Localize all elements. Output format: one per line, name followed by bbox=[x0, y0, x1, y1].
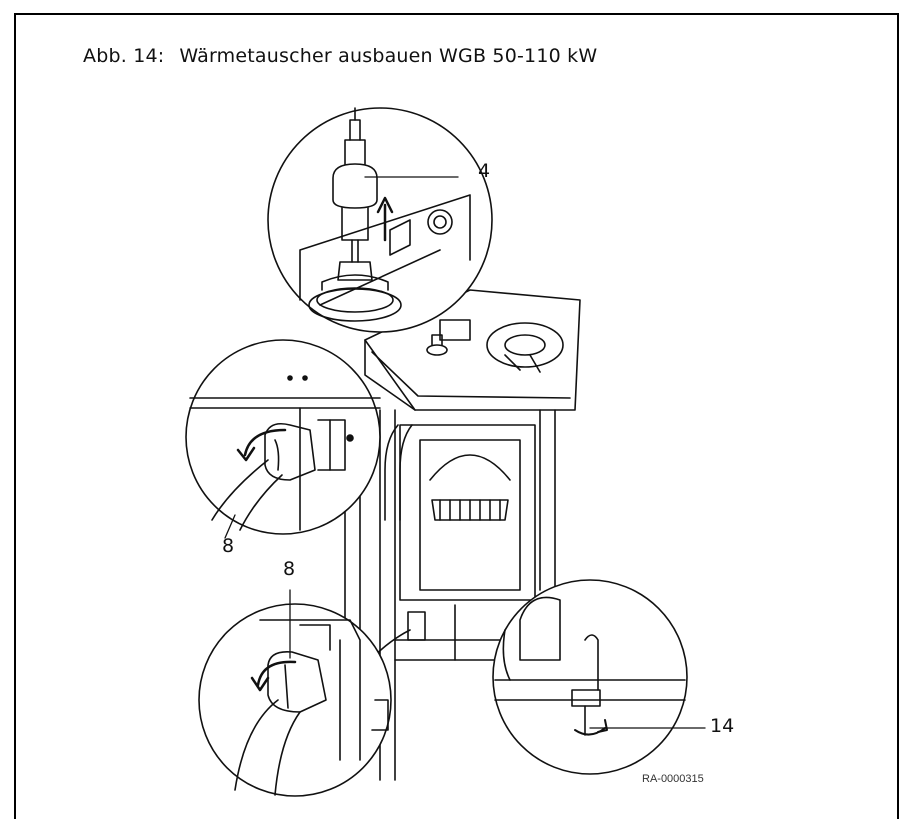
detail-circle-bottom-right bbox=[492, 579, 688, 775]
figure-caption: Abb. 14: Wärmetauscher ausbauen WGB 50-11… bbox=[83, 45, 597, 67]
detail-circle-top bbox=[267, 107, 493, 333]
callout-8-lower: 8 bbox=[283, 558, 296, 580]
detail-circle-bottom-left bbox=[198, 603, 392, 797]
leader-line-8-upper bbox=[224, 514, 236, 539]
callout-14: 14 bbox=[710, 715, 735, 737]
figure-frame bbox=[14, 13, 899, 819]
reference-code: RA-0000315 bbox=[642, 773, 704, 785]
figure-title: Wärmetauscher ausbauen WGB 50-110 kW bbox=[179, 45, 598, 67]
callout-8-upper: 8 bbox=[222, 535, 235, 557]
callout-4: 4 bbox=[478, 160, 491, 182]
detail-circle-left bbox=[185, 339, 381, 535]
figure-number: Abb. 14: bbox=[83, 45, 165, 67]
